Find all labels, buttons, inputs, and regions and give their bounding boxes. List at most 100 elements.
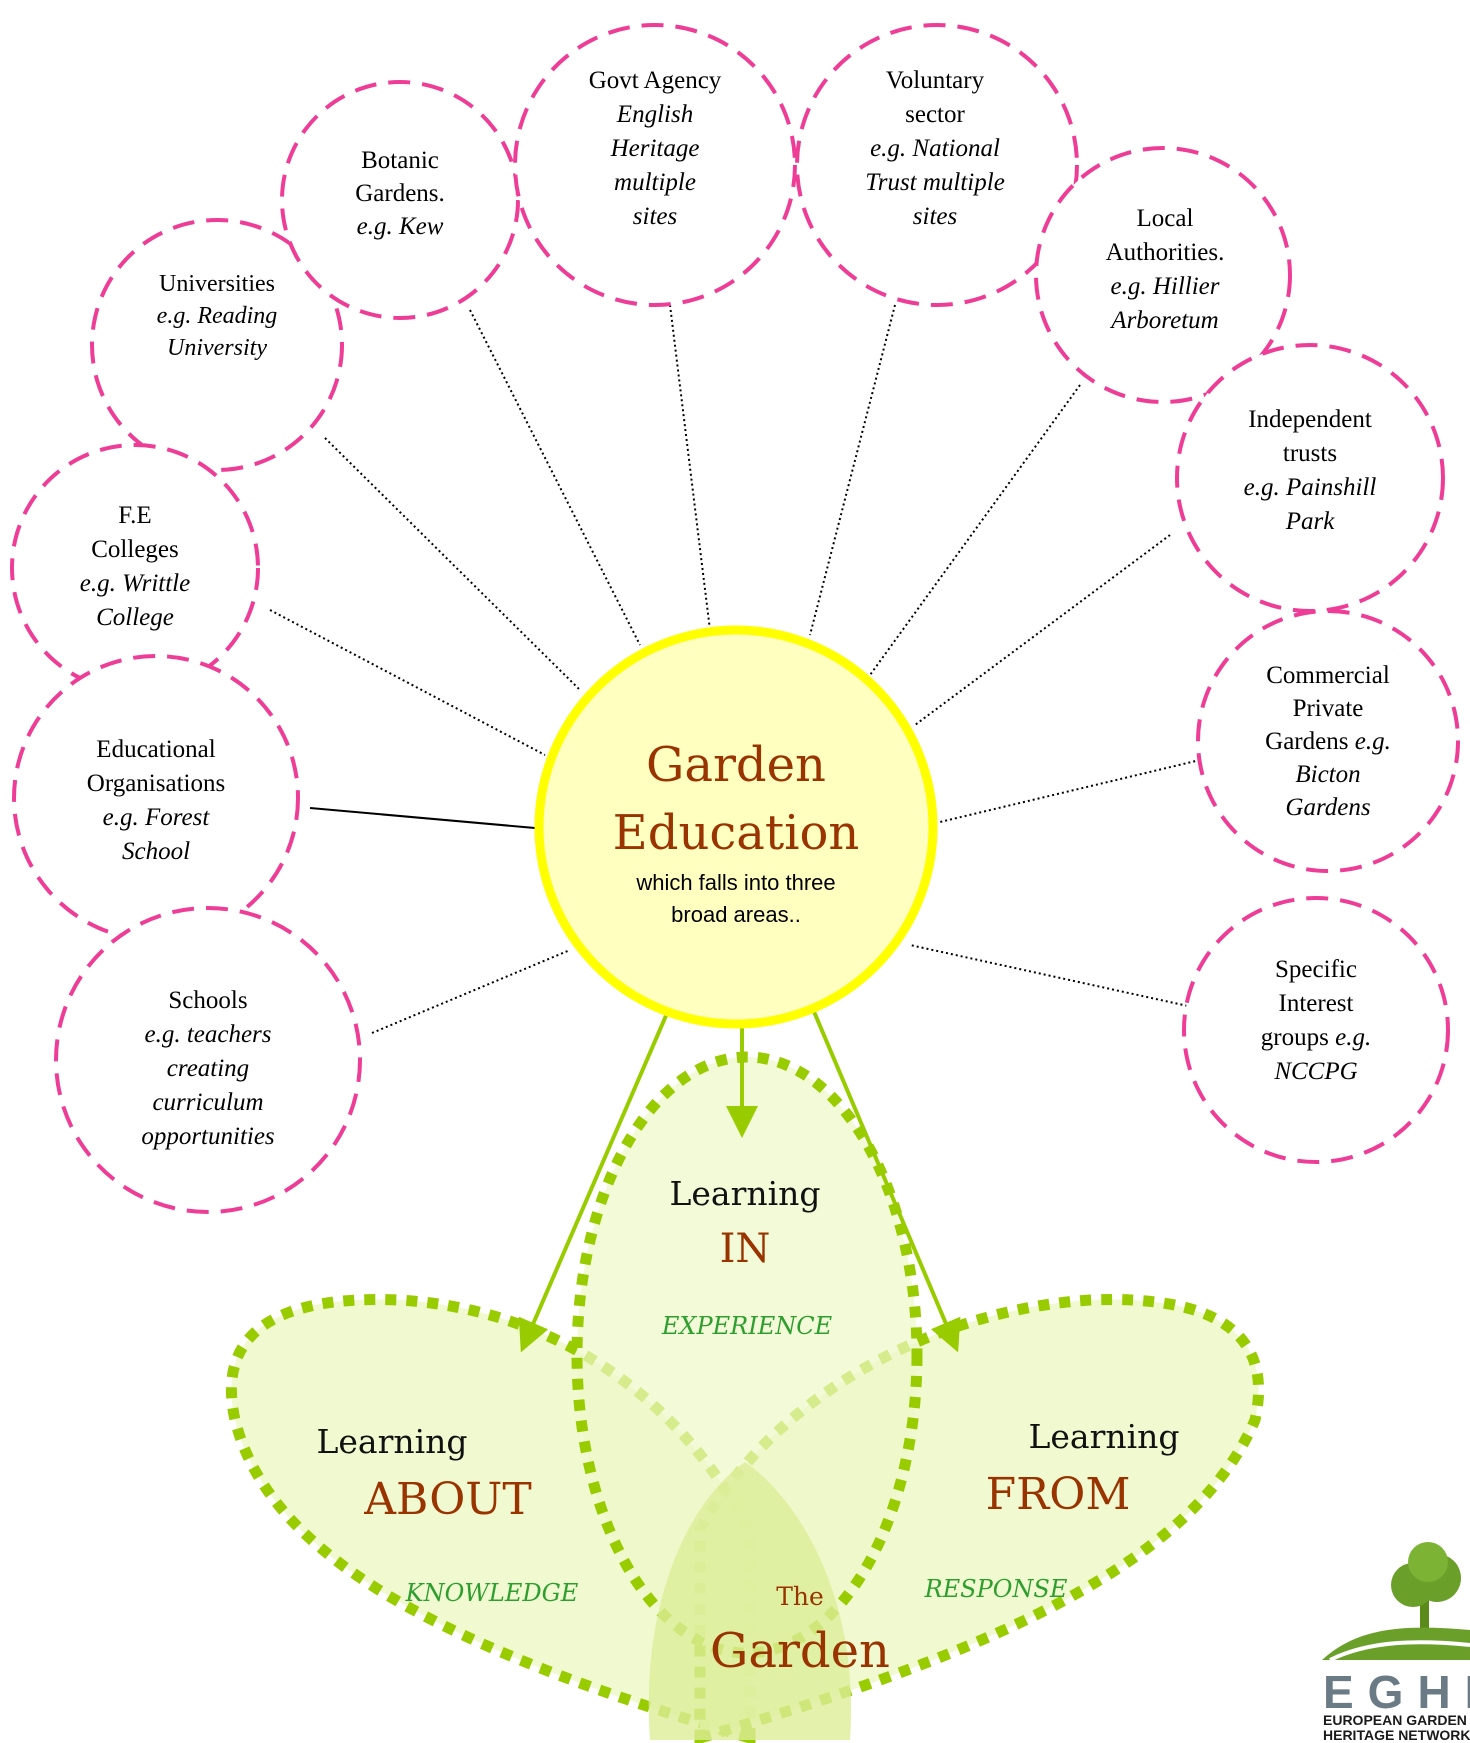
commercial-line-5: Gardens <box>1285 794 1370 821</box>
independent-line-1: Independent <box>1248 406 1372 433</box>
specific-line-2: Interest <box>1279 990 1354 1017</box>
voluntary-line-5: sites <box>913 203 957 230</box>
bubble-specific <box>1182 896 1450 1164</box>
independent-line-4: Park <box>1285 508 1336 535</box>
learning-about-word: Learning <box>316 1422 467 1461</box>
learning-from-key: FROM <box>986 1469 1131 1520</box>
learning-in-aspect: EXPERIENCE <box>661 1312 833 1340</box>
provider-bubbles <box>10 23 1460 1214</box>
bubble-govt <box>513 23 797 307</box>
connector-botanic <box>469 309 641 646</box>
connector-commercial <box>939 759 1201 823</box>
govt-line-2: English <box>616 101 693 128</box>
botanic-line-2: Gardens. <box>355 180 445 207</box>
connector-voluntary <box>809 304 896 636</box>
specific-line-1: Specific <box>1275 956 1357 983</box>
schools-line-4: curriculum <box>152 1089 263 1116</box>
learning-in-key: IN <box>720 1226 771 1272</box>
bubble-local <box>1034 146 1292 404</box>
voluntary-line-2: sector <box>905 101 965 128</box>
learning-about-aspect: KNOWLEDGE <box>405 1579 579 1607</box>
connector-fe <box>269 609 546 756</box>
universities-line-1: Universities <box>159 271 275 297</box>
connector-specific <box>909 944 1198 1009</box>
govt-line-1: Govt Agency <box>589 67 722 94</box>
govt-line-4: multiple <box>614 169 696 196</box>
logo-line2: HERITAGE NETWORK <box>1323 1727 1470 1743</box>
garden-the: The <box>776 1582 824 1611</box>
educational-line-3: e.g. Forest <box>103 804 211 831</box>
educational-line-4: School <box>122 838 190 865</box>
connector-local <box>869 384 1081 676</box>
center-subtitle-line2: broad areas.. <box>671 902 801 927</box>
local-line-1: Local <box>1137 205 1194 232</box>
bubble-voluntary <box>795 23 1079 307</box>
govt-line-3: Heritage <box>610 135 700 162</box>
eghn-logo: EGHN EUROPEAN GARDEN HERITAGE NETWORK <box>1322 1542 1470 1743</box>
bubble-botanic <box>280 80 520 320</box>
connector-lines <box>269 304 1201 1034</box>
botanic-line-1: Botanic <box>361 147 439 174</box>
educational-line-1: Educational <box>96 736 215 763</box>
universities-line-3: University <box>167 335 267 361</box>
center-circle <box>534 625 938 1029</box>
local-line-4: Arboretum <box>1109 307 1218 334</box>
voluntary-line-1: Voluntary <box>886 67 985 94</box>
arrow-to-from <box>791 961 961 1353</box>
learning-petals <box>225 1051 1265 1743</box>
center-subtitle-line1: which falls into three <box>635 870 835 895</box>
learning-from-aspect: RESPONSE <box>924 1575 1068 1603</box>
fe-line-4: College <box>96 604 174 631</box>
garden-word: Garden <box>710 1623 890 1679</box>
center-node: Garden Education which falls into three … <box>534 625 938 1029</box>
bubble-schools <box>54 906 362 1214</box>
bubble-fe <box>10 443 260 693</box>
bubble-educational <box>12 654 300 942</box>
independent-line-3: e.g. Painshill <box>1244 474 1377 501</box>
universities-line-2: e.g. Reading <box>157 303 278 329</box>
logo-line1: EUROPEAN GARDEN <box>1323 1712 1467 1728</box>
educational-line-2: Organisations <box>87 770 225 797</box>
commercial-line-4: Bicton <box>1295 761 1360 788</box>
voluntary-line-4: Trust multiple <box>865 169 1005 196</box>
learning-about-key: ABOUT <box>363 1474 531 1525</box>
voluntary-line-3: e.g. National <box>870 135 1000 162</box>
connector-schools <box>371 949 571 1034</box>
petal-learning-in <box>571 1051 923 1659</box>
schools-line-3: creating <box>167 1055 249 1082</box>
fe-line-3: e.g. Writtle <box>80 570 190 597</box>
fe-line-1: F.E <box>118 502 151 529</box>
botanic-line-3: e.g. Kew <box>357 213 444 240</box>
fe-line-2: Colleges <box>91 536 179 563</box>
tree-icon <box>1322 1542 1470 1662</box>
commercial-line-2: Private <box>1293 695 1364 722</box>
schools-line-5: opportunities <box>141 1123 274 1150</box>
learning-in-word: Learning <box>669 1174 820 1213</box>
schools-line-2: e.g. teachers <box>144 1021 271 1048</box>
bubble-commercial <box>1196 609 1460 873</box>
connector-universities <box>324 437 581 691</box>
arrow-to-about <box>518 959 692 1353</box>
logo-letters: EGHN <box>1323 1666 1470 1718</box>
learning-from-word: Learning <box>1028 1417 1179 1456</box>
bubble-universities <box>90 218 344 472</box>
independent-line-2: trusts <box>1283 440 1337 467</box>
local-line-3: e.g. Hillier <box>1110 273 1219 300</box>
specific-line-3: groups e.g. <box>1261 1024 1371 1051</box>
govt-line-5: sites <box>633 203 677 230</box>
local-line-2: Authorities. <box>1106 239 1225 266</box>
learning-labels: Learning IN EXPERIENCE Learning ABOUT KN… <box>316 1174 1179 1679</box>
provider-label-schools: Schools e.g. teachers creating curriculum op… <box>141 987 274 1150</box>
schools-line-1: Schools <box>168 987 247 1014</box>
connector-independent <box>914 534 1171 726</box>
petal-overlap-garden <box>648 1462 852 1740</box>
